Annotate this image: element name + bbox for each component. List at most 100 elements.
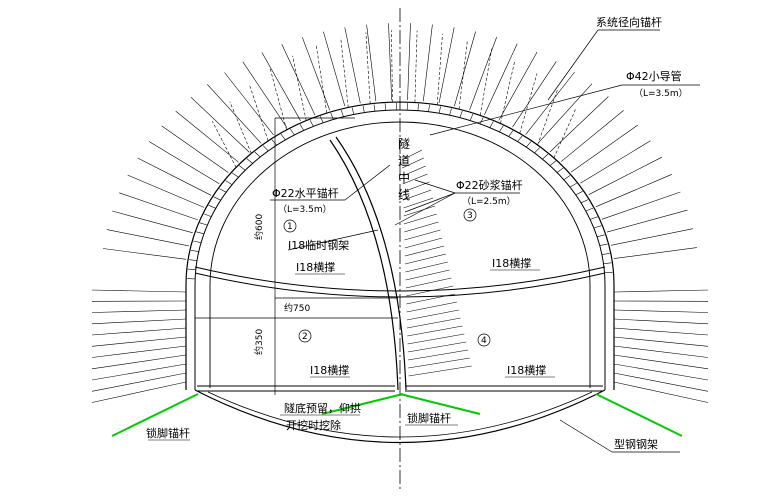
hatch-tick bbox=[362, 105, 365, 113]
side-anchor-right bbox=[613, 289, 709, 293]
radial-anchor bbox=[127, 174, 205, 208]
label-center-2: 道 bbox=[398, 154, 410, 168]
side-anchor-left bbox=[91, 318, 187, 325]
radial-anchor bbox=[606, 209, 688, 233]
radial-anchor bbox=[601, 191, 681, 220]
hatch-tick bbox=[499, 125, 504, 133]
side-anchor-left bbox=[91, 309, 187, 313]
hatch-tick bbox=[438, 106, 441, 114]
label-brace-right-top: I18横撑 bbox=[492, 256, 531, 270]
label-horiz-anchor-len: （L=3.5m） bbox=[278, 204, 332, 215]
radial-anchor bbox=[366, 24, 377, 102]
hatch-tick bbox=[280, 133, 286, 141]
side-anchor-right bbox=[613, 363, 709, 381]
mortar-tick bbox=[406, 293, 456, 305]
hatch-tick bbox=[351, 107, 355, 115]
radial-anchor bbox=[161, 125, 229, 173]
radial-anchor bbox=[102, 248, 187, 260]
radial-anchor bbox=[438, 27, 455, 104]
invert-arc bbox=[194, 389, 606, 444]
hatch-tick bbox=[593, 225, 602, 229]
hatch-tick bbox=[193, 240, 202, 243]
label-center-3: 中 bbox=[398, 170, 410, 185]
side-anchor-right bbox=[613, 372, 709, 392]
leader-mortar-1 bbox=[414, 179, 456, 194]
radial-anchor bbox=[119, 192, 198, 221]
hatch-tick bbox=[190, 250, 199, 252]
hatch-tick bbox=[508, 130, 514, 137]
radial-anchors bbox=[91, 23, 709, 403]
radial-anchor bbox=[224, 72, 274, 136]
side-anchor-left bbox=[91, 289, 187, 293]
hatch-tick bbox=[479, 117, 484, 125]
label-region-4: 4 bbox=[481, 336, 487, 346]
mortar-tick bbox=[401, 149, 423, 161]
small-pipe bbox=[391, 30, 393, 103]
temp-frame-2 bbox=[335, 136, 407, 391]
hatch-tick bbox=[604, 272, 613, 274]
small-pipe bbox=[414, 30, 418, 103]
label-temp-frame: I18临时钢架 bbox=[288, 238, 349, 252]
side-anchor-right bbox=[613, 354, 709, 370]
label-center-4: 线 bbox=[398, 188, 410, 202]
side-anchor-left bbox=[91, 354, 187, 370]
hatch-tick bbox=[271, 139, 277, 146]
arch-hatching bbox=[187, 102, 613, 280]
label-mortar-anchor: Φ22砂浆锚杆 bbox=[456, 178, 523, 192]
hatch-tick bbox=[556, 167, 564, 173]
mortar-tick bbox=[405, 253, 446, 265]
leader-system-anchor bbox=[547, 29, 599, 101]
mortar-tick bbox=[406, 301, 458, 313]
leader-small-pipe bbox=[429, 84, 623, 136]
hatch-tick bbox=[219, 188, 227, 193]
hatch-tick bbox=[246, 158, 253, 164]
label-brace-left-bottom: I18横撑 bbox=[310, 363, 349, 377]
mortar-tick bbox=[404, 245, 445, 257]
mortar-tick bbox=[407, 333, 465, 345]
label-region-2: 2 bbox=[302, 332, 308, 342]
mortar-tick bbox=[407, 349, 469, 361]
radial-anchor bbox=[469, 36, 497, 111]
radial-anchor bbox=[498, 51, 538, 121]
radial-anchor bbox=[613, 247, 697, 259]
hatch-tick bbox=[601, 253, 610, 255]
small-pipe bbox=[458, 39, 468, 110]
radial-anchor bbox=[454, 31, 476, 107]
radial-anchor bbox=[242, 61, 288, 128]
side-anchor-left bbox=[91, 336, 187, 347]
hatch-tick bbox=[585, 207, 594, 212]
mortar-anchor-ticks bbox=[401, 149, 472, 377]
small-pipe bbox=[248, 84, 269, 141]
radial-anchor bbox=[560, 110, 624, 162]
radial-anchor bbox=[148, 141, 220, 184]
small-pipe bbox=[519, 73, 538, 134]
mortar-tick bbox=[406, 317, 461, 329]
hatch-tick bbox=[428, 104, 430, 112]
hatch-tick bbox=[575, 191, 583, 196]
leader-mortar-2 bbox=[404, 192, 456, 213]
small-pipe bbox=[553, 107, 577, 159]
radial-anchor bbox=[261, 52, 301, 121]
radial-anchor bbox=[525, 71, 575, 135]
mortar-tick bbox=[402, 173, 428, 185]
label-bottom-note-1: 隧底预留，仰拱 bbox=[284, 401, 361, 415]
radial-anchor bbox=[388, 23, 392, 101]
radial-anchor bbox=[588, 156, 663, 195]
mortar-tick bbox=[403, 197, 434, 209]
hatch-tick bbox=[534, 147, 540, 154]
hatch-tick bbox=[603, 262, 612, 264]
radial-anchor bbox=[281, 44, 316, 116]
hatch-tick bbox=[290, 128, 295, 136]
side-anchor-right bbox=[613, 336, 709, 347]
hatch-tick bbox=[549, 160, 556, 166]
radial-anchor bbox=[512, 61, 557, 128]
label-bottom-note-2: 开挖时挖除 bbox=[286, 418, 341, 432]
label-brace-left-top: I18横撑 bbox=[296, 260, 335, 274]
mortar-tick bbox=[403, 189, 432, 201]
leader-temp-frame bbox=[287, 229, 379, 251]
mortar-tick bbox=[404, 229, 441, 241]
radial-anchor bbox=[610, 228, 694, 246]
label-region-1: 1 bbox=[287, 222, 293, 232]
